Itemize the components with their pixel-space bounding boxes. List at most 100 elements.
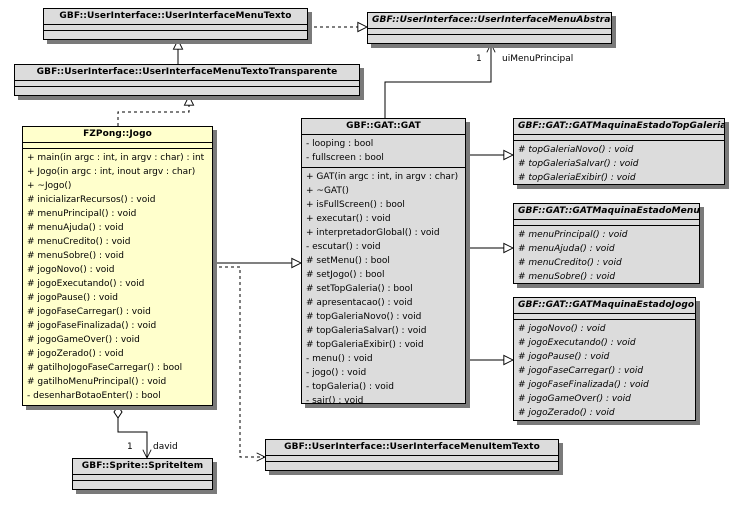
attribute-compartment: [514, 135, 724, 141]
attribute-compartment: [23, 143, 212, 149]
operation-row: # jogoFaseCarregar() : void: [27, 307, 151, 317]
attribute-compartment: [266, 456, 558, 462]
aggregation-jogo-spriteitem: [118, 406, 147, 458]
operation-row: # topGaleriaSalvar() : void: [306, 326, 427, 336]
role-label-david: david: [153, 442, 178, 452]
operation-row: - topGaleria() : void: [306, 382, 394, 392]
operation-row: + ~Jogo(): [27, 181, 72, 191]
class-gat-maquina-estado-menu[interactable]: GBF::GAT::GATMaquinaEstadoMenu # menuPri…: [513, 203, 700, 284]
multiplicity-label-david: 1: [127, 442, 133, 452]
operation-row: - sair() : void: [306, 396, 364, 406]
class-name: FZPong::Jogo: [23, 127, 212, 143]
operation-row: # jogoGameOver() : void: [27, 335, 140, 345]
realization-jogo-transparente: [117, 96, 189, 126]
operation-row: # jogoFaseFinalizada() : void: [27, 321, 157, 331]
class-name: GBF::UserInterface::UserInterfaceMenuIte…: [266, 440, 558, 456]
class-user-interface-menu-abstract[interactable]: GBF::UserInterface::UserInterfaceMenuAbs…: [367, 12, 612, 44]
class-name: GBF::GAT::GATMaquinaEstadoMenu: [514, 204, 699, 220]
class-user-interface-menu-item-texto[interactable]: GBF::UserInterface::UserInterfaceMenuIte…: [265, 439, 559, 471]
operation-row: # menuAjuda() : void: [27, 223, 124, 233]
operation-row: # setTopGaleria() : bool: [306, 284, 413, 294]
operation-compartment: [44, 31, 307, 36]
operation-row: # jogoGameOver() : void: [518, 394, 631, 404]
operation-row: # jogoFaseCarregar() : void: [518, 366, 644, 376]
operation-row: # jogoNovo() : void: [27, 265, 115, 275]
attribute-compartment: [368, 29, 611, 35]
class-gat[interactable]: GBF::GAT::GAT - looping : bool- fullscre…: [301, 118, 466, 406]
attribute-row: - fullscreen : bool: [306, 153, 384, 163]
dependency-jogo-menuitemtexto: [213, 266, 265, 457]
operation-row: + interpretadorGlobal() : void: [306, 228, 440, 238]
operation-row: - desenharBotaoEnter() : bool: [27, 391, 161, 401]
operation-row: + executar() : void: [306, 214, 391, 224]
association-gat-menuabstract: [384, 44, 491, 118]
operation-row: # topGaleriaExibir() : void: [306, 340, 424, 350]
operation-row: # topGaleriaNovo() : void: [518, 145, 634, 155]
class-user-interface-menu-texto-transparente[interactable]: GBF::UserInterface::UserInterfaceMenuTex…: [14, 64, 360, 96]
class-sprite-item[interactable]: GBF::Sprite::SpriteItem: [72, 458, 213, 490]
class-gat-maquina-estado-top-galeria[interactable]: GBF::GAT::GATMaquinaEstadoTopGaleria # t…: [513, 118, 725, 185]
class-name: GBF::UserInterface::UserInterfaceMenuAbs…: [368, 13, 611, 29]
class-name: GBF::GAT::GATMaquinaEstadoJogo: [514, 298, 695, 314]
class-gat-maquina-estado-jogo[interactable]: GBF::GAT::GATMaquinaEstadoJogo # jogoNov…: [513, 297, 696, 421]
operation-compartment: [15, 87, 359, 92]
operation-row: # menuCredito() : void: [27, 237, 131, 247]
class-name: GBF::GAT::GAT: [302, 119, 465, 135]
operation-compartment: [266, 462, 558, 467]
class-name: GBF::GAT::GATMaquinaEstadoTopGaleria: [514, 119, 724, 135]
operation-row: # menuSobre() : void: [518, 272, 616, 282]
operation-compartment: + GAT(in argc : int, in argv : char) + ~G…: [302, 168, 465, 410]
operation-compartment: [368, 35, 611, 40]
operation-row: # gatilhoJogoFaseCarregar() : bool: [27, 363, 183, 373]
operation-row: # jogoZerado() : void: [518, 408, 615, 418]
operation-row: # jogoFaseFinalizada() : void: [518, 380, 649, 390]
operation-row: - escutar() : void: [306, 242, 381, 252]
operation-row: + GAT(in argc : int, in argv : char): [306, 172, 459, 182]
operation-row: # topGaleriaSalvar() : void: [518, 159, 639, 169]
operation-row: # jogoZerado() : void: [27, 349, 124, 359]
operation-row: # jogoExecutando() : void: [27, 279, 145, 289]
class-name: GBF::Sprite::SpriteItem: [73, 459, 212, 475]
operation-compartment: # menuPrincipal() : void # menuAjuda() : …: [514, 226, 699, 286]
operation-row: # setJogo() : bool: [306, 270, 385, 280]
operation-row: # jogoNovo() : void: [518, 324, 606, 334]
operation-row: + ~GAT(): [306, 186, 349, 196]
operation-row: - jogo() : void: [306, 368, 367, 378]
operation-row: # inicializarRecursos() : void: [27, 195, 156, 205]
operation-row: # menuPrincipal() : void: [518, 230, 628, 240]
class-user-interface-menu-texto[interactable]: GBF::UserInterface::UserInterfaceMenuTex…: [43, 8, 308, 40]
operation-row: # gatilhoMenuPrincipal() : void: [27, 377, 167, 387]
operation-row: # topGaleriaExibir() : void: [518, 173, 636, 183]
operation-row: # setMenu() : bool: [306, 256, 390, 266]
attribute-compartment: [73, 475, 212, 481]
operation-row: # jogoPause() : void: [27, 293, 118, 303]
operation-row: # apresentacao() : void: [306, 298, 413, 308]
attribute-compartment: [514, 220, 699, 226]
operation-row: # menuCredito() : void: [518, 258, 622, 268]
attribute-compartment: - looping : bool - fullscreen : bool: [302, 135, 465, 168]
multiplicity-label-menu-principal: 1: [476, 54, 482, 64]
operation-compartment: [73, 481, 212, 486]
role-label-menu-principal: uiMenuPrincipal: [502, 54, 574, 64]
operation-row: # jogoPause() : void: [518, 352, 610, 362]
operation-compartment: + main(in argc : int, in argv : char) : …: [23, 149, 212, 405]
attribute-compartment: [44, 25, 307, 31]
operation-row: # jogoExecutando() : void: [518, 338, 636, 348]
operation-row: - menu() : void: [306, 354, 373, 364]
class-fzpong-jogo[interactable]: FZPong::Jogo + main(in argc : int, in ar…: [22, 126, 213, 406]
operation-compartment: # jogoNovo() : void # jogoExecutando() : …: [514, 320, 695, 422]
operation-row: + Jogo(in argc : int, inout argv : char): [27, 167, 196, 177]
attribute-row: - looping : bool: [306, 139, 374, 149]
operation-row: # menuSobre() : void: [27, 251, 124, 261]
operation-row: + main(in argc : int, in argv : char) : …: [27, 153, 205, 163]
attribute-compartment: [15, 81, 359, 87]
class-name: GBF::UserInterface::UserInterfaceMenuTex…: [15, 65, 359, 81]
operation-row: # menuPrincipal() : void: [27, 209, 137, 219]
operation-row: # topGaleriaNovo() : void: [306, 312, 422, 322]
operation-row: + isFullScreen() : bool: [306, 200, 405, 210]
class-name: GBF::UserInterface::UserInterfaceMenuTex…: [44, 9, 307, 25]
operation-compartment: # topGaleriaNovo() : void # topGaleriaSal…: [514, 141, 724, 187]
operation-row: # menuAjuda() : void: [518, 244, 615, 254]
attribute-compartment: [514, 314, 695, 320]
